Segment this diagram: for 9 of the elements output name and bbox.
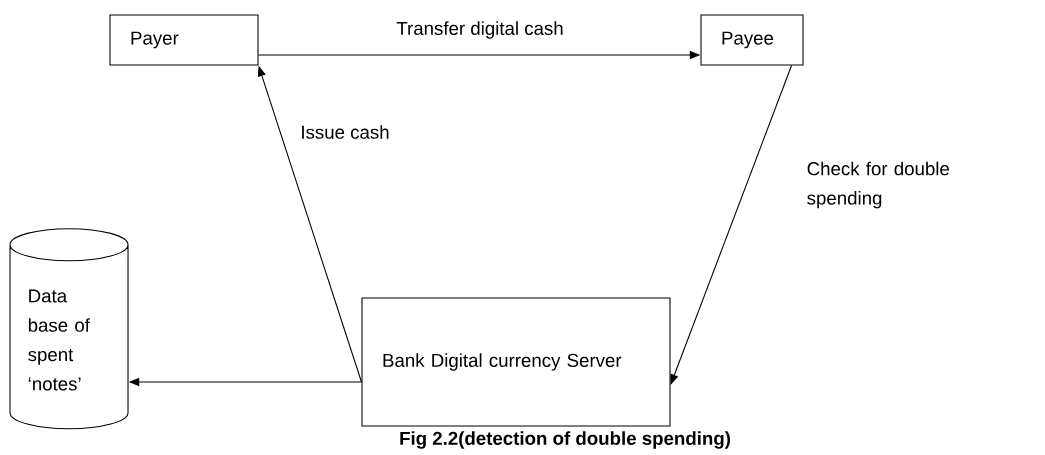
edge-label: Check for double spending: [807, 161, 949, 209]
process-box: Payer: [109, 14, 259, 66]
process-box: Payee: [700, 14, 804, 66]
arrow: [670, 65, 793, 385]
edge-label: Transfer digital cash: [396, 21, 563, 39]
database-cylinder: Data base of spent ‘notes’: [9, 228, 129, 430]
process-box: Bank Digital currency Server: [361, 297, 671, 427]
caption: Fig 2.2(detection of double spending): [400, 431, 731, 449]
edge-label: Issue cash: [302, 125, 389, 139]
